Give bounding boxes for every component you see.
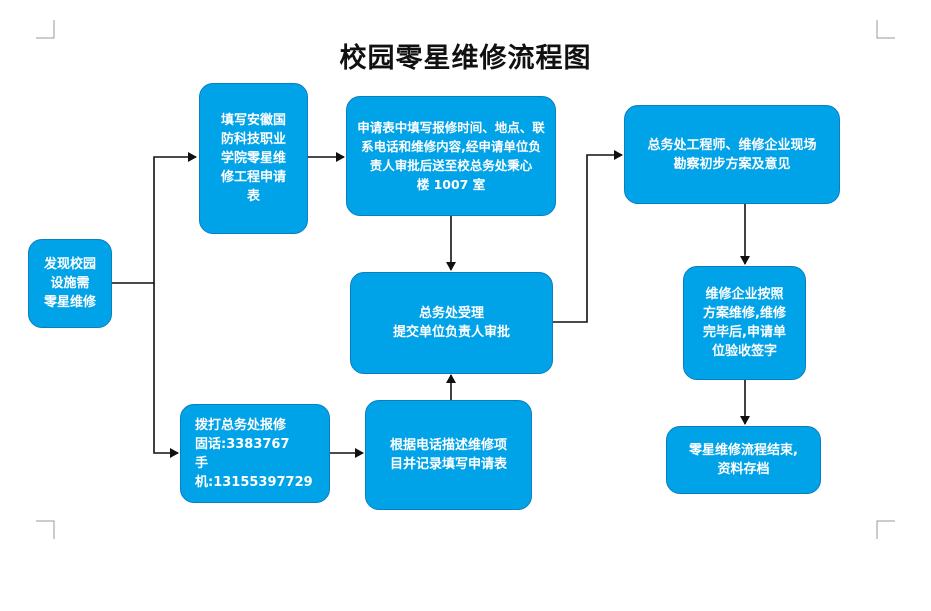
node-repair: 维修企业按照 方案维修,维修 完毕后,申请单 位验收签字	[683, 266, 806, 380]
node-end: 零星维修流程结束, 资料存档	[666, 426, 821, 494]
node-fill-form: 填写安徽国 防科技职业 学院零星维 修工程申请 表	[199, 83, 308, 234]
node-survey: 总务处工程师、维修企业现场 勘察初步方案及意见	[624, 105, 840, 204]
node-call: 拨打总务处报修 固话:3383767 手机:13155397729	[180, 404, 330, 503]
arrow-start-to-call	[153, 283, 179, 458]
node-form-content-label: 申请表中填写报修时间、地点、联 系电话和维修内容,经申请单位负 责人审批后送至校…	[357, 120, 545, 192]
node-end-label: 零星维修流程结束, 资料存档	[689, 443, 798, 477]
arrow-start-to-fill-form	[110, 152, 197, 284]
node-call-label: 拨打总务处报修 固话:3383767 手机:13155397729	[195, 417, 313, 490]
node-accept-label: 总务处受理 提交单位负责人审批	[392, 306, 510, 340]
node-start-label: 发现校园 设施需 零星维修	[43, 257, 96, 310]
node-start: 发现校园 设施需 零星维修	[28, 239, 112, 328]
node-fill-form-label: 填写安徽国 防科技职业 学院零星维 修工程申请 表	[220, 113, 286, 204]
node-phone-record: 根据电话描述维修项 目并记录填写申请表	[365, 400, 532, 510]
arrow-accept-to-survey	[553, 150, 623, 323]
node-survey-label: 总务处工程师、维修企业现场 勘察初步方案及意见	[647, 137, 817, 172]
node-form-content: 申请表中填写报修时间、地点、联 系电话和维修内容,经申请单位负 责人审批后送至校…	[346, 96, 556, 216]
page-title: 校园零星维修流程图	[339, 43, 592, 74]
node-phone-record-label: 根据电话描述维修项 目并记录填写申请表	[389, 438, 507, 472]
node-accept: 总务处受理 提交单位负责人审批	[350, 272, 553, 374]
node-repair-label: 维修企业按照 方案维修,维修 完毕后,申请单 位验收签字	[703, 287, 786, 359]
